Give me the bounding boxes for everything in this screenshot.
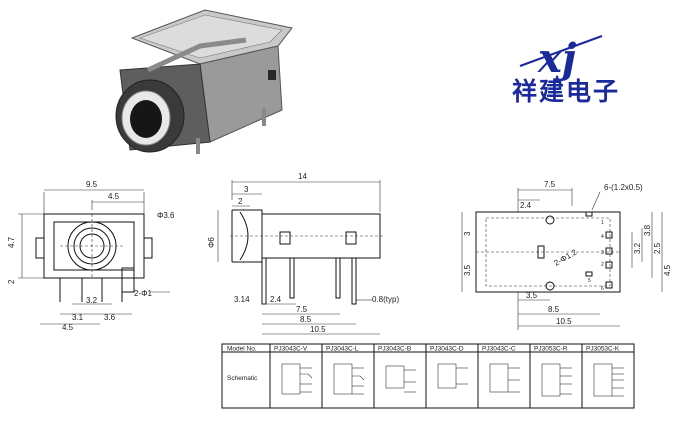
bottom-35v-label: 3.5 bbox=[463, 264, 472, 276]
bottom-25-label: 2.5 bbox=[653, 242, 662, 254]
bottom-pin-4: 4 bbox=[601, 234, 604, 240]
front-b-label: 3.1 bbox=[72, 313, 84, 322]
front-inner-label: 4.5 bbox=[108, 192, 120, 201]
schematic-3 bbox=[385, 365, 416, 393]
bottom-pin-1: 1 bbox=[601, 220, 604, 226]
company-name: 祥建电子 bbox=[512, 77, 620, 106]
bottom-3-label: 3 bbox=[463, 231, 472, 236]
model-1: PJ3043C-V bbox=[274, 346, 308, 353]
side-3-label: 3 bbox=[244, 185, 249, 194]
company-logo: xj 祥建电子 bbox=[512, 35, 620, 106]
schematic-4 bbox=[437, 363, 468, 389]
bottom-holes-label: 6-(1.2x0.5) bbox=[604, 183, 643, 192]
front-view-drawing bbox=[18, 189, 170, 325]
front-jack-label: Φ3.6 bbox=[157, 211, 175, 220]
side-length-label: 14 bbox=[298, 172, 307, 181]
side-105-label: 10.5 bbox=[310, 325, 326, 334]
schematic-6 bbox=[541, 363, 572, 397]
bottom-32-label: 3.2 bbox=[633, 242, 642, 254]
model-7: PJ3053C-K bbox=[586, 346, 620, 353]
model-5: PJ3043C-C bbox=[482, 346, 516, 353]
bottom-pin-5: 5 bbox=[588, 278, 591, 284]
side-diam-label: Φ6 bbox=[207, 237, 216, 248]
model-6: PJ3053C-R bbox=[534, 346, 568, 353]
front-c-label: 3.6 bbox=[104, 313, 116, 322]
bottom-45-label: 4.5 bbox=[663, 264, 672, 276]
side-24-label: 2.4 bbox=[270, 295, 282, 304]
bottom-pin-3: 3 bbox=[601, 250, 604, 256]
model-2: PJ3043C-L bbox=[326, 346, 359, 353]
side-2-label: 2 bbox=[238, 197, 243, 206]
front-d-label: 4.5 bbox=[62, 323, 74, 332]
bottom-75-label: 7.5 bbox=[544, 180, 556, 189]
logo-letters: xj bbox=[537, 35, 577, 82]
bottom-pin-2: 2 bbox=[601, 262, 604, 268]
bottom-phi12-label: 2-Φ1.2 bbox=[553, 247, 579, 267]
bottom-24-label: 2.4 bbox=[520, 201, 532, 210]
bottom-view-drawing bbox=[461, 188, 663, 330]
schematic-symbols bbox=[281, 363, 624, 397]
side-85-label: 8.5 bbox=[300, 315, 312, 324]
bottom-pin-6: 6 bbox=[601, 286, 604, 292]
model-3: PJ3043C-B bbox=[378, 346, 411, 353]
schematic-5 bbox=[489, 363, 520, 393]
bottom-38-label: 3.8 bbox=[643, 224, 652, 236]
front-a-label: 3.2 bbox=[86, 296, 98, 305]
front-width-label: 9.5 bbox=[86, 180, 98, 189]
bottom-35h-label: 3.5 bbox=[526, 291, 538, 300]
model-4: PJ3043C-D bbox=[430, 346, 464, 353]
front-pinhole-label: 2-Φ1 bbox=[134, 289, 152, 298]
side-view-drawing bbox=[217, 180, 384, 335]
schematic-table bbox=[221, 343, 635, 409]
table-row-label: Schematic bbox=[227, 375, 258, 382]
table-header-label: Model No. bbox=[227, 346, 257, 353]
side-typ-label: 0.8(typ) bbox=[372, 295, 399, 304]
schematic-2 bbox=[333, 363, 365, 395]
schematic-7 bbox=[593, 363, 624, 397]
bottom-85-label: 8.5 bbox=[548, 305, 560, 314]
product-photo bbox=[115, 9, 293, 154]
side-75-label: 7.5 bbox=[296, 305, 308, 314]
front-pin-label: 2 bbox=[7, 279, 16, 284]
schematic-1 bbox=[281, 363, 313, 395]
front-height-label: 4.7 bbox=[7, 236, 16, 248]
side-314-label: 3.14 bbox=[234, 295, 250, 304]
bottom-105-label: 10.5 bbox=[556, 317, 572, 326]
